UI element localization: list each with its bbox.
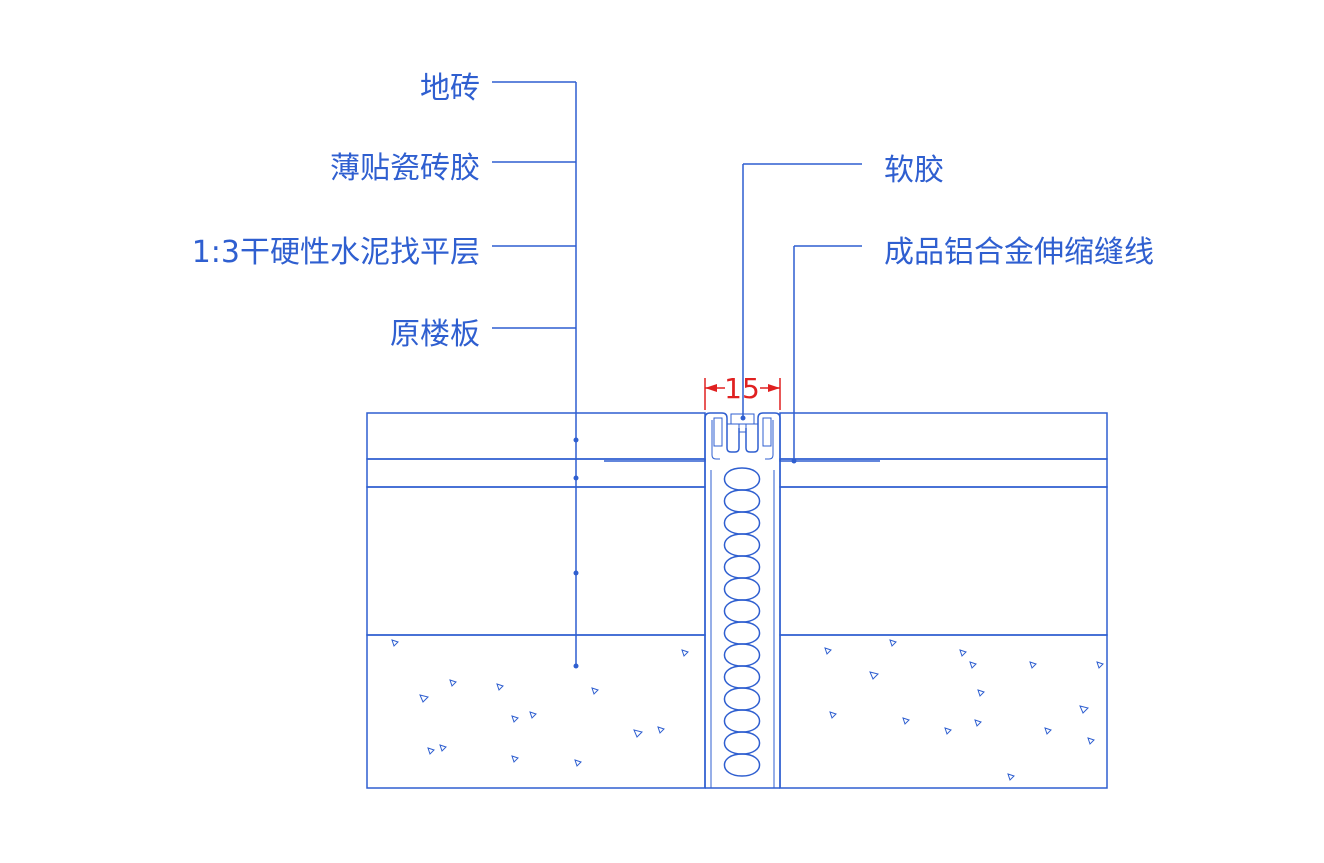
right-leaders [740,163,862,464]
label-sealant: 软胶 [884,153,944,188]
label-joint-profile: 成品铝合金伸缩缝线 [884,235,1154,270]
left-leaders [492,81,579,669]
gap-dimension: 15 [704,372,781,410]
slab-layer [366,634,1108,789]
label-tile: 地砖 [420,71,480,106]
backer-rod-path [723,467,761,777]
adhesive-layer [366,458,1108,488]
screed-layer [366,486,1108,636]
label-screed: 1:3干硬性水泥找平层 [192,235,480,270]
joint-gap [704,459,781,789]
gap-dimension-text: 15 [724,372,760,405]
aluminium-joint-profile [604,412,880,462]
backer-rod [723,467,761,777]
aggregate-marks [391,639,1104,781]
label-adhesive: 薄贴瓷砖胶 [330,151,480,186]
label-slab: 原楼板 [390,317,480,352]
